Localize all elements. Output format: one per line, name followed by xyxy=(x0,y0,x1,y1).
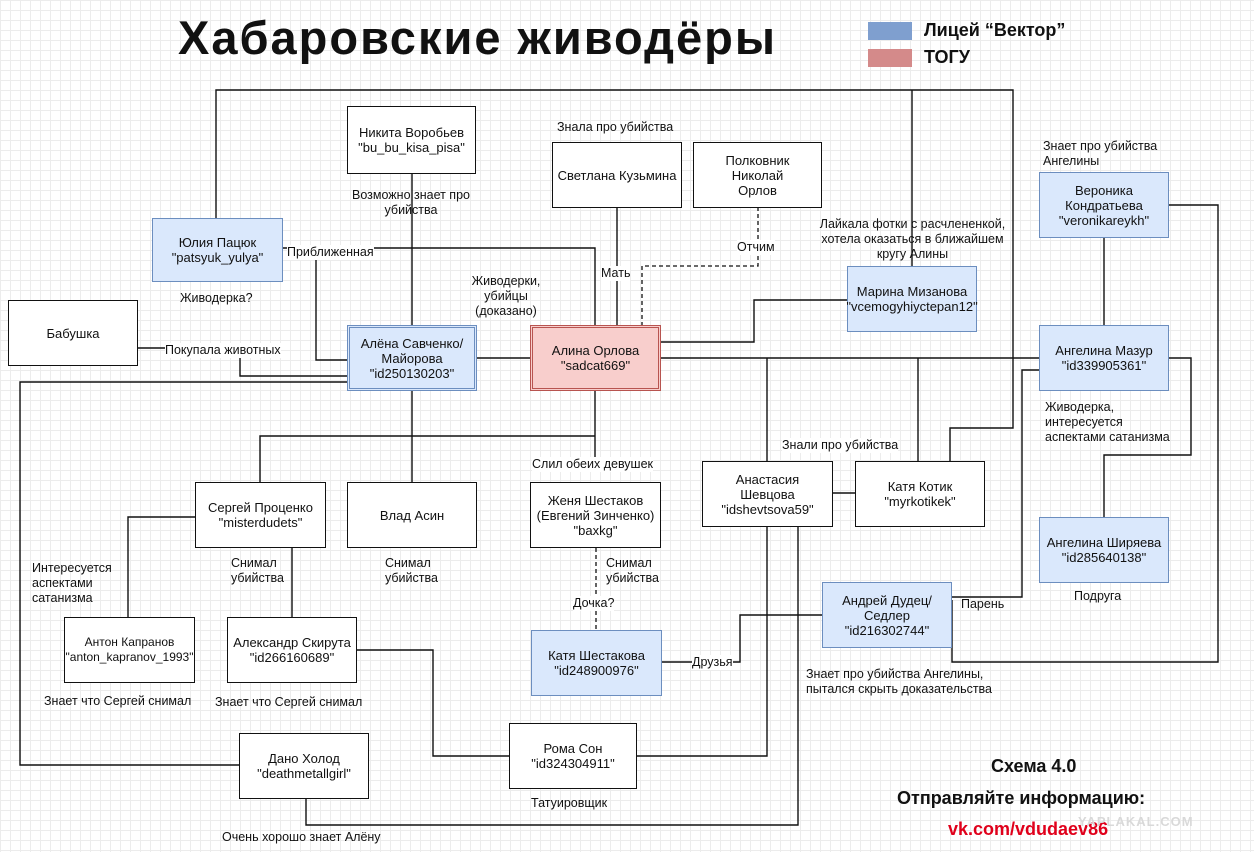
node-colonel-orlov[interactable]: Полковник Николай Орлов xyxy=(693,142,822,208)
label-snimal-sergey: Снимал убийства xyxy=(231,556,284,585)
label-otchim: Отчим xyxy=(737,240,775,255)
node-label: Анастасия Шевцова "idshevtsova59" xyxy=(721,471,814,517)
node-label: Ангелина Ширяева "id285640138" xyxy=(1046,535,1162,565)
node-label: Ангелина Мазур "id339905361" xyxy=(1055,343,1153,373)
label-snimal-zhenya: Снимал убийства xyxy=(606,556,659,585)
node-label: Полковник Николай Орлов xyxy=(725,152,790,198)
node-label: Дано Холод "deathmetallgirl" xyxy=(257,751,351,781)
node-label: Андрей Дудец/ Седлер "id216302744" xyxy=(842,592,932,638)
node-label: Юлия Пацюк "patsyuk_yulya" xyxy=(171,235,264,265)
label-zhivoderki: Живодерки, убийцы (доказано) xyxy=(471,274,541,318)
node-vlad-asin[interactable]: Влад Асин xyxy=(347,482,477,548)
label-snimal-vlad: Снимал убийства xyxy=(385,556,438,585)
node-roma-son[interactable]: Рома Сон "id324304911" xyxy=(509,723,637,789)
node-angelina-shiryaeva[interactable]: Ангелина Ширяева "id285640138" xyxy=(1039,517,1169,583)
label-znaet-skryt: Знает про убийства Ангелины, пытался скр… xyxy=(806,667,993,696)
label-tatu: Татуировщик xyxy=(531,796,608,810)
label-dochka: Дочка? xyxy=(573,596,615,611)
legend-label-togu: ТОГУ xyxy=(924,47,970,67)
node-sergey-protsenko[interactable]: Сергей Проценко "misterdudets" xyxy=(195,482,326,548)
label-druzya: Друзья xyxy=(692,655,733,670)
node-aleksandr-skiruta[interactable]: Александр Скирута "id266160689" xyxy=(227,617,357,683)
node-zhenya-shestakov[interactable]: Женя Шестаков (Евгений Зинченко) "baxkg" xyxy=(530,482,661,548)
watermark: YAPLAKAL.COM xyxy=(1078,814,1194,829)
node-andrey-dudets[interactable]: Андрей Дудец/ Седлер "id216302744" xyxy=(822,582,952,648)
label-podruga: Подруга xyxy=(1074,589,1122,603)
label-horosho: Очень хорошо знает Алёну xyxy=(222,830,381,844)
footer-link[interactable]: vk.com/vdudaev86 xyxy=(948,819,1109,839)
node-label: Катя Шестакова "id248900976" xyxy=(548,648,645,678)
node-label: Вероника Кондратьева "veronikareykh" xyxy=(1058,182,1150,228)
node-label: Светлана Кузьмина xyxy=(557,167,677,183)
node-label: Антон Капранов "anton_kapranov_1993" xyxy=(65,635,194,664)
node-label: Бабушка xyxy=(46,325,100,341)
label-layk: Лайкала фотки с расчлененкой, хотела ока… xyxy=(819,217,1006,261)
node-katya-shestakova[interactable]: Катя Шестакова "id248900976" xyxy=(531,630,662,696)
label-znaet-sergey-anton: Знает что Сергей снимал xyxy=(44,694,192,708)
node-alina-orlova[interactable]: Алина Орлова "sadcat669" xyxy=(530,325,661,391)
label-znaet-angeliny: Знает про убийства Ангелины xyxy=(1043,139,1158,168)
node-anton-kapranov[interactable]: Антон Капранов "anton_kapranov_1993" xyxy=(64,617,195,683)
node-label: Рома Сон "id324304911" xyxy=(531,741,615,771)
node-dano-kholod[interactable]: Дано Холод "deathmetallgirl" xyxy=(239,733,369,799)
node-label: Женя Шестаков (Евгений Зинченко) "baxkg" xyxy=(536,492,655,538)
node-svetlana-kuzmina[interactable]: Светлана Кузьмина xyxy=(552,142,682,208)
label-priblizh: Приближенная xyxy=(287,245,374,260)
label-vozmozhno: Возможно знает про убийства xyxy=(352,188,470,217)
legend-label-vector: Лицей “Вектор” xyxy=(924,20,1066,40)
label-znala: Знала про убийства xyxy=(557,120,674,134)
footer-version: Схема 4.0 xyxy=(991,756,1077,776)
label-znaet-sergey-skiruta: Знает что Сергей снимал xyxy=(215,695,363,709)
label-paren: Парень xyxy=(961,597,1005,611)
node-label: Катя Котик "myrkotikek" xyxy=(884,479,956,509)
node-babushka[interactable]: Бабушка xyxy=(8,300,138,366)
node-alena-savchenko[interactable]: Алёна Савченко/ Майорова "id250130203" xyxy=(347,325,477,391)
node-marina-mizanova[interactable]: Марина Мизанова "vcemogyhiyctepan12" xyxy=(846,266,978,332)
node-label: Алёна Савченко/ Майорова "id250130203" xyxy=(360,335,464,381)
node-label: Алина Орлова "sadcat669" xyxy=(551,343,640,373)
node-label: Сергей Проценко "misterdudets" xyxy=(208,500,313,530)
node-label: Никита Воробьев "bu_bu_kisa_pisa" xyxy=(358,125,465,155)
node-katya-kotik[interactable]: Катя Котик "myrkotikek" xyxy=(855,461,985,527)
node-veronika-kondratyeva[interactable]: Вероника Кондратьева "veronikareykh" xyxy=(1039,172,1169,238)
legend-swatch-vector xyxy=(868,22,912,40)
node-nikita-vorobyev[interactable]: Никита Воробьев "bu_bu_kisa_pisa" xyxy=(347,106,476,174)
label-zhivoderka-q: Живодерка? xyxy=(180,291,253,305)
node-anastasia-shevtsova[interactable]: Анастасия Шевцова "idshevtsova59" xyxy=(702,461,833,527)
label-zhivoderka-satan: Живодерка, интересуется аспектами сатани… xyxy=(1045,400,1170,444)
node-label: Александр Скирута "id266160689" xyxy=(233,635,351,665)
legend-swatch-togu xyxy=(868,49,912,67)
node-yulia-patsyuk[interactable]: Юлия Пацюк "patsyuk_yulya" xyxy=(152,218,283,282)
node-label: Марина Мизанова "vcemogyhiyctepan12" xyxy=(846,284,978,314)
footer-send: Отправляйте информацию: xyxy=(897,788,1146,808)
label-pokupala: Покупала животных xyxy=(165,343,281,358)
label-mat: Мать xyxy=(601,266,631,281)
node-angelina-mazur[interactable]: Ангелина Мазур "id339905361" xyxy=(1039,325,1169,391)
label-znali: Знали про убийства xyxy=(782,438,899,453)
page-title: Хабаровские живодёры xyxy=(178,11,777,64)
label-interes: Интересуется аспектами сатанизма xyxy=(32,561,112,605)
label-slil: Слил обеих девушек xyxy=(532,457,654,472)
node-label: Влад Асин xyxy=(379,507,445,523)
